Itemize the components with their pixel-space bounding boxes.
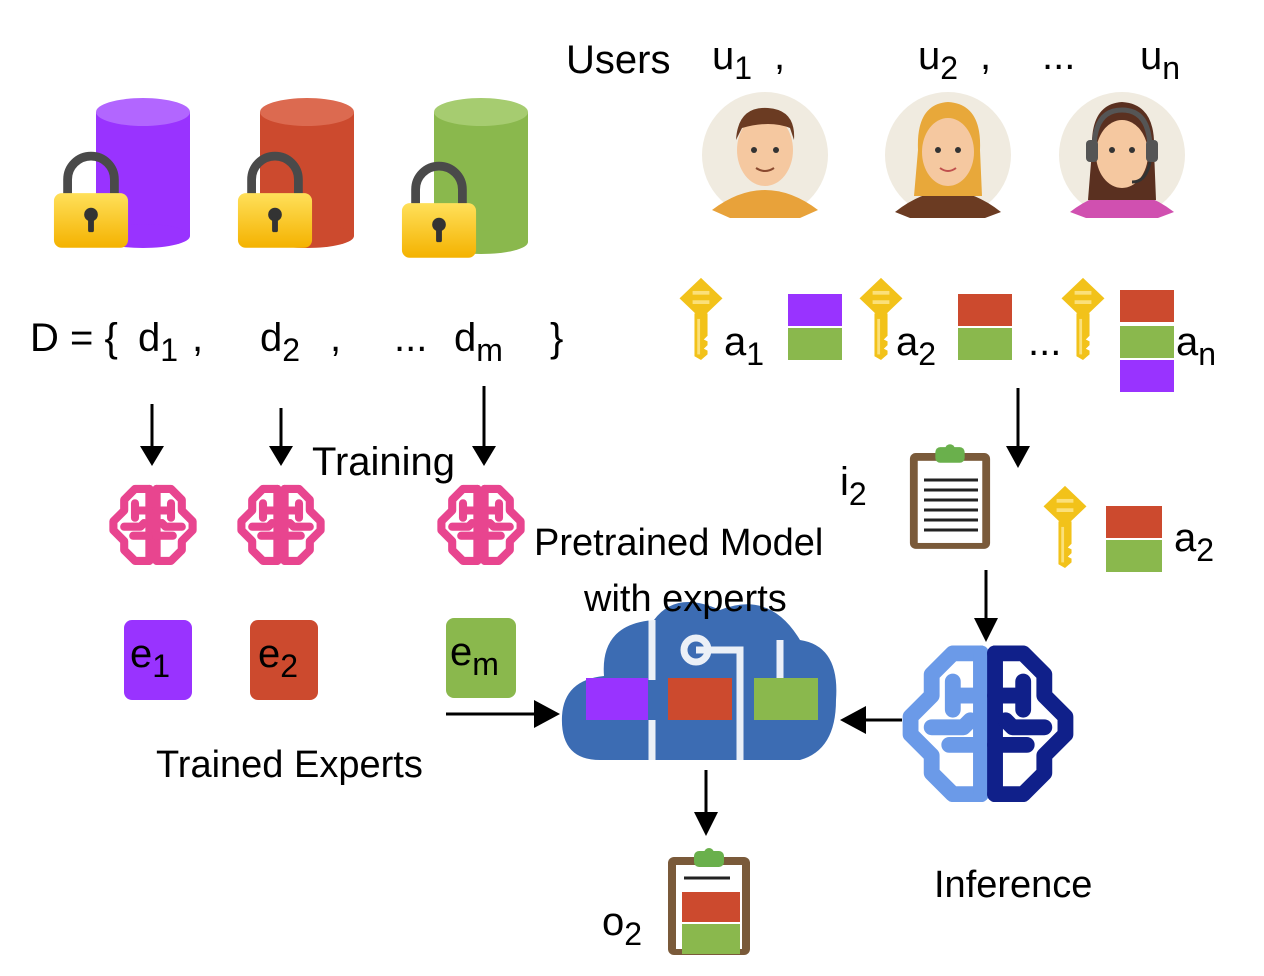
dataset-dm-label: dm	[454, 316, 503, 368]
cloud-expert-green	[754, 678, 818, 720]
user-u2-label: u2,	[918, 34, 992, 86]
adapter-a1-swatch-purple	[788, 294, 842, 326]
output-clipboard-icon	[668, 848, 750, 955]
input-i2-label: i2	[840, 460, 867, 512]
database-dm-icon	[402, 98, 528, 258]
selected-adapter-green	[1106, 540, 1162, 572]
user-avatar-u1-icon	[702, 92, 828, 218]
key-an-icon	[1061, 277, 1105, 360]
expert-e1-box: e1	[124, 620, 192, 700]
users-ellipsis: ...	[1042, 34, 1076, 78]
adapter-a2-swatch-red	[958, 294, 1012, 326]
training-label: Training	[312, 440, 456, 484]
database-d2-icon	[238, 98, 354, 248]
pretrained-model-label: Pretrained Model	[534, 522, 824, 564]
output-red	[682, 892, 740, 922]
adapter-an-swatch-red	[1120, 290, 1174, 322]
user-avatar-u2-icon	[885, 92, 1011, 218]
dataset-ellipsis: ...	[394, 316, 428, 360]
dataset-d1-label: d1,	[138, 316, 204, 368]
inference-label: Inference	[934, 864, 1093, 906]
cloud-expert-purple	[586, 678, 648, 720]
users-label: Users	[566, 38, 671, 82]
output-o2-label: o2	[602, 900, 643, 952]
adapter-a1-swatch-green	[788, 328, 842, 360]
selected-adapter-a2-label: a2	[1174, 516, 1215, 568]
pretrained-model-sublabel: with experts	[584, 578, 787, 620]
dataset-close-brace: }	[550, 316, 564, 360]
user-u1-label: u1,	[712, 34, 786, 86]
router-brain-icon	[902, 645, 1074, 802]
expert-e2-label: e2	[258, 632, 299, 684]
input-clipboard-icon	[909, 444, 991, 549]
dataset-prefix: D = {	[30, 316, 118, 360]
adapter-a1-label: a1	[724, 320, 765, 372]
key-selected-icon	[1043, 485, 1087, 568]
cloud-expert-red	[668, 678, 732, 720]
adapter-an-label: an	[1176, 320, 1217, 372]
expert-em-box: em	[446, 618, 516, 698]
pretrained-model-cloud-icon	[561, 602, 837, 762]
training-arrowheads	[140, 446, 496, 466]
user-avatar-un-icon	[1059, 92, 1185, 218]
expert-e2-box: e2	[250, 620, 318, 700]
expert-brain-1-icon	[113, 489, 192, 561]
output-green	[682, 924, 740, 954]
selected-adapter-red	[1106, 506, 1162, 538]
trained-experts-label: Trained Experts	[156, 744, 423, 786]
database-d1-icon	[54, 98, 190, 248]
expert-e1-label: e1	[130, 632, 171, 684]
key-a1-icon	[679, 277, 723, 360]
expert-brain-m-icon	[441, 489, 520, 561]
adapter-an-swatch-green	[1120, 326, 1174, 358]
user-un-label: un	[1140, 34, 1181, 86]
adapters-ellipsis: ...	[1028, 320, 1062, 364]
adapter-an-swatch-purple	[1120, 360, 1174, 392]
dataset-d2-label: d2,	[260, 316, 342, 368]
adapter-a2-swatch-green	[958, 328, 1012, 360]
expert-em-label: em	[450, 630, 499, 682]
expert-brain-2-icon	[241, 489, 320, 561]
adapter-a2-label: a2	[896, 320, 937, 372]
